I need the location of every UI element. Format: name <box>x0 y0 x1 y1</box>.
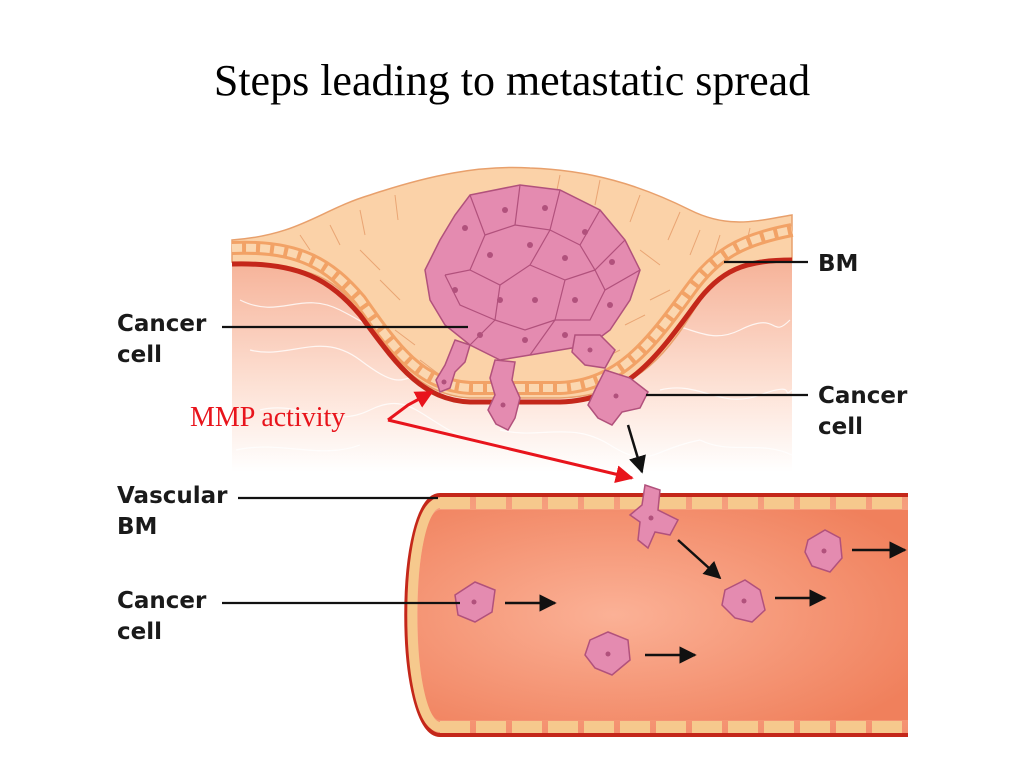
tumor-mass <box>424 184 641 361</box>
blood-vessel <box>404 493 908 737</box>
cancer-cell-label-bottom: Cancer cell <box>117 588 207 645</box>
slide-title: Steps leading to metastatic spread <box>213 56 811 105</box>
cancer-cell-label-top: Cancer cell <box>117 311 207 368</box>
bm-label: BM <box>818 251 859 277</box>
basement-membrane <box>231 257 793 405</box>
vascular-bm-label: Vascular BM <box>117 483 228 540</box>
mmp-arrows <box>387 390 634 484</box>
cancer-cell-label-right: Cancer cell <box>818 383 908 440</box>
leader-lines <box>222 260 808 605</box>
migration-arrows <box>505 424 907 664</box>
cell-extravasating <box>628 484 680 550</box>
mmp-activity-label: MMP activity <box>190 402 346 433</box>
